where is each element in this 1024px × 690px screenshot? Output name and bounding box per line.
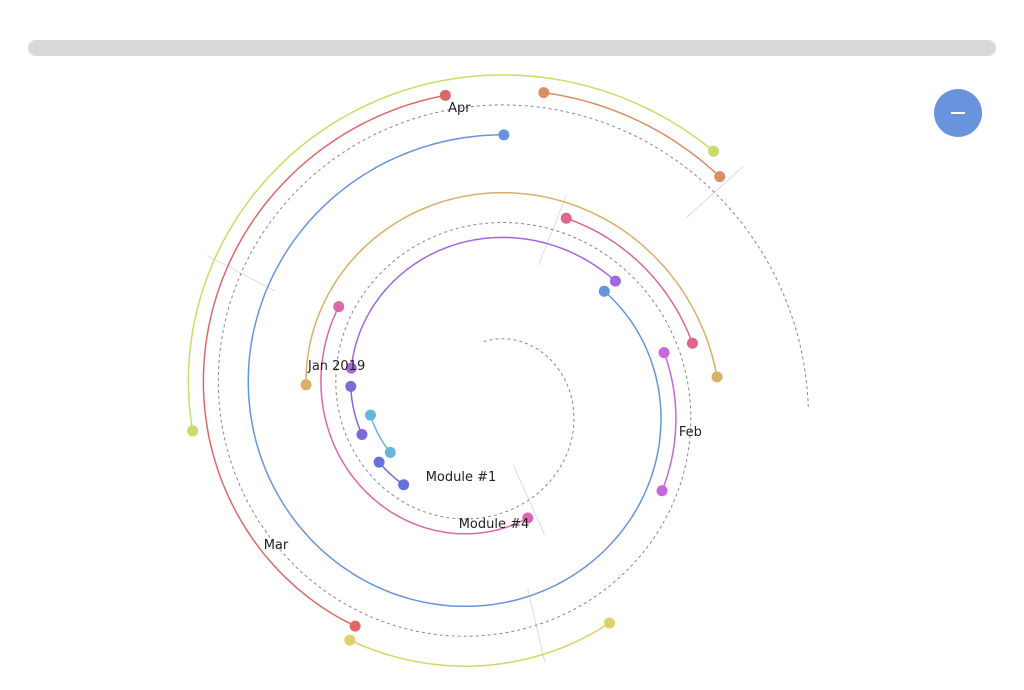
task-bar[interactable]: [202, 94, 446, 627]
grid-lines: [207, 166, 744, 663]
task-start-bullet[interactable]: [384, 446, 396, 458]
task-6[interactable]: [320, 301, 534, 535]
task-bar[interactable]: [350, 386, 363, 435]
task-end-bullet[interactable]: [364, 409, 376, 421]
task-start-bullet[interactable]: [187, 425, 199, 437]
task-7[interactable]: [300, 191, 723, 391]
task-end-bullet[interactable]: [686, 337, 698, 349]
date-label: Apr: [448, 101, 471, 116]
date-label: Jan 2019: [307, 359, 365, 374]
task-bar[interactable]: [543, 91, 721, 178]
task-0[interactable]: [364, 409, 396, 458]
task-series: [187, 74, 726, 667]
task-8[interactable]: [560, 212, 698, 349]
task-1[interactable]: [373, 456, 410, 491]
task-bar[interactable]: [247, 134, 662, 608]
task-end-bullet[interactable]: [708, 145, 720, 157]
zoom-out-button[interactable]: [934, 89, 982, 137]
task-end-bullet[interactable]: [714, 171, 726, 183]
task-end-bullet[interactable]: [498, 129, 510, 141]
task-4[interactable]: [656, 347, 677, 497]
task-start-bullet[interactable]: [300, 379, 312, 391]
task-bar[interactable]: [565, 217, 694, 344]
task-start-bullet[interactable]: [560, 212, 572, 224]
task-2[interactable]: [345, 380, 368, 440]
task-bar[interactable]: [369, 414, 391, 453]
task-end-bullet[interactable]: [333, 301, 345, 313]
task-start-bullet[interactable]: [349, 620, 361, 632]
task-11[interactable]: [538, 87, 726, 183]
task-start-bullet[interactable]: [658, 347, 670, 359]
task-5[interactable]: [247, 129, 662, 608]
task-end-bullet[interactable]: [344, 634, 356, 646]
task-12[interactable]: [344, 617, 616, 667]
task-end-bullet[interactable]: [439, 89, 451, 101]
task-bar[interactable]: [349, 622, 610, 667]
task-bar[interactable]: [661, 352, 677, 492]
task-start-bullet[interactable]: [604, 617, 616, 629]
task-start-bullet[interactable]: [398, 479, 410, 491]
task-end-bullet[interactable]: [656, 485, 668, 497]
date-label: Mar: [264, 538, 289, 553]
task-start-bullet[interactable]: [538, 87, 550, 99]
task-end-bullet[interactable]: [711, 371, 723, 383]
task-start-bullet[interactable]: [598, 285, 610, 297]
date-label: Feb: [679, 425, 702, 440]
task-start-bullet[interactable]: [356, 428, 368, 440]
horizontal-scrollbar[interactable]: [28, 40, 996, 56]
minus-icon: [951, 112, 965, 114]
task-9[interactable]: [202, 89, 451, 632]
timeline-axis: [217, 104, 809, 637]
task-end-bullet[interactable]: [609, 275, 621, 287]
task-bar[interactable]: [350, 236, 616, 369]
task-start-bullet[interactable]: [345, 362, 357, 374]
category-label-module-4: Module #4: [459, 517, 530, 532]
task-start-bullet[interactable]: [522, 512, 534, 524]
task-bar[interactable]: [305, 191, 718, 385]
task-3[interactable]: [345, 236, 621, 374]
task-bar[interactable]: [320, 306, 529, 535]
task-end-bullet[interactable]: [373, 456, 385, 468]
task-10[interactable]: [187, 74, 720, 437]
task-bar[interactable]: [187, 74, 715, 432]
task-end-bullet[interactable]: [345, 380, 357, 392]
category-label-module-1: Module #1: [426, 470, 497, 485]
